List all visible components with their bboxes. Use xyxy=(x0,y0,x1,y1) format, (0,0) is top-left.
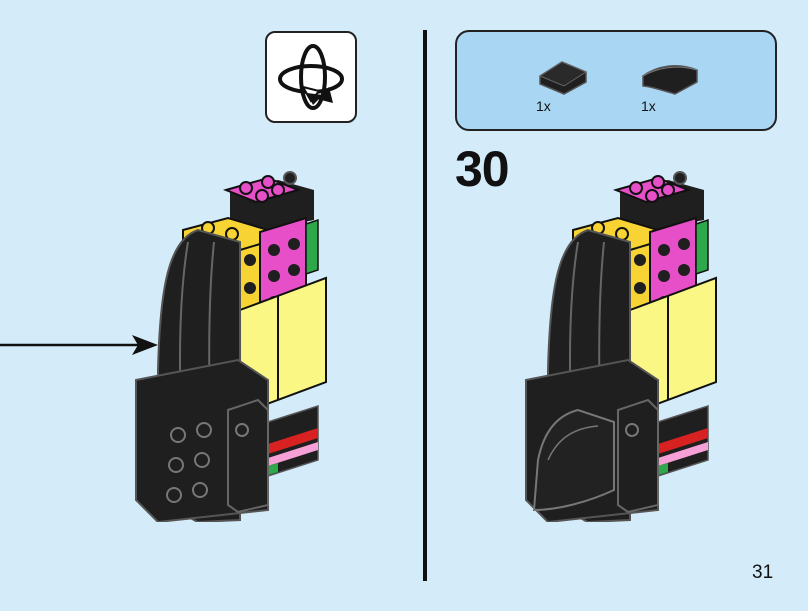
pointer-arrow-icon xyxy=(0,335,158,355)
part-quantity: 1x xyxy=(641,98,656,114)
parts-list-panel: 1x 1x xyxy=(455,30,777,131)
black-slope-tile-icon xyxy=(538,61,588,95)
page-divider xyxy=(423,30,427,581)
rotate-model-box xyxy=(265,31,357,123)
rotate-model-icon xyxy=(278,44,344,110)
page-number: 31 xyxy=(752,562,774,583)
model-before-step xyxy=(135,171,327,522)
step-number: 30 xyxy=(455,141,510,197)
model-after-step xyxy=(525,171,717,522)
black-curved-slope-icon xyxy=(642,64,698,95)
part-quantity: 1x xyxy=(536,98,551,114)
